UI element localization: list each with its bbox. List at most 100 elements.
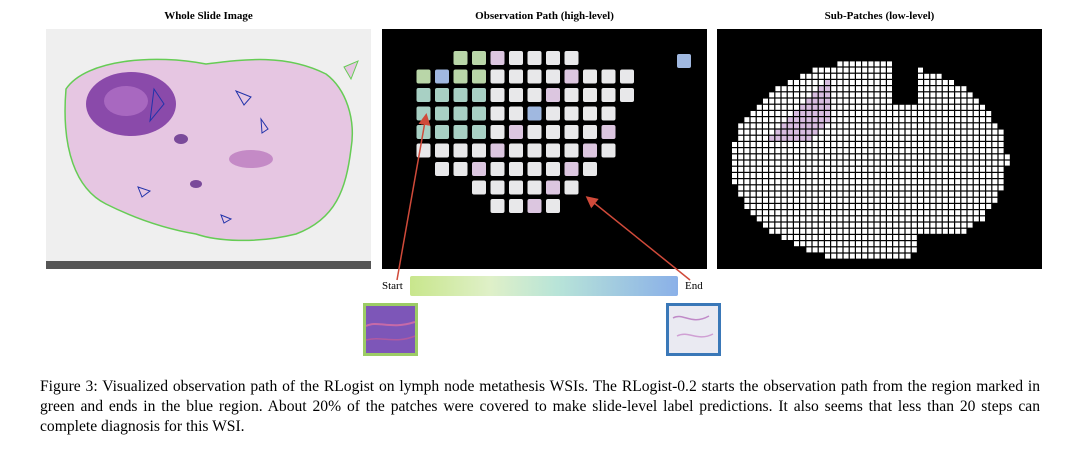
sub-patch <box>775 104 781 110</box>
sub-patch <box>874 228 880 234</box>
sub-patch <box>880 228 886 234</box>
sub-patch <box>849 235 855 240</box>
sub-patch <box>763 173 768 178</box>
sub-patch <box>930 197 936 203</box>
sub-patch <box>818 80 824 85</box>
sub-patch <box>775 129 781 135</box>
sub-patch <box>874 123 880 129</box>
sub-patch <box>856 197 861 203</box>
sub-patch <box>868 204 874 209</box>
sub-patch <box>955 148 961 154</box>
sub-patch <box>794 185 799 191</box>
sub-patch <box>756 154 762 160</box>
sub-patch <box>825 142 830 147</box>
sub-patch <box>738 135 744 141</box>
sub-patch <box>862 179 868 185</box>
sub-patch <box>874 235 880 240</box>
sub-patch <box>862 204 868 209</box>
sub-patch <box>918 104 923 110</box>
sub-patch <box>794 117 799 123</box>
sub-patch <box>862 241 868 247</box>
sub-patch <box>756 111 762 116</box>
sub-patch <box>856 166 861 172</box>
sub-patch <box>750 191 756 197</box>
sub-patch <box>899 197 905 203</box>
sub-patch <box>868 154 874 160</box>
sub-patch <box>825 197 830 203</box>
sub-patch <box>862 135 868 141</box>
sub-patch <box>763 160 768 166</box>
observation-path-image <box>382 29 707 269</box>
sub-patch <box>967 148 973 154</box>
sub-patch <box>781 173 787 178</box>
sub-patch <box>868 73 874 79</box>
sub-patch <box>756 166 762 172</box>
sub-patch <box>849 111 855 116</box>
sub-patch <box>781 216 787 222</box>
path-gradient-bar <box>410 276 678 296</box>
sub-patch <box>986 160 992 166</box>
sub-patch <box>918 216 923 222</box>
sub-patch <box>874 222 880 228</box>
sub-patch <box>893 104 899 110</box>
observed-patch <box>677 54 691 68</box>
sub-patch <box>930 129 936 135</box>
sub-patch <box>750 197 756 203</box>
sub-patch <box>887 253 892 259</box>
sub-patch <box>973 154 979 160</box>
sub-patch <box>775 148 781 154</box>
sub-patch <box>775 92 781 98</box>
sub-patch <box>825 86 830 92</box>
sub-patch <box>849 204 855 209</box>
sub-patch <box>905 228 911 234</box>
sub-patch <box>831 154 837 160</box>
sub-patch <box>787 204 793 209</box>
sub-patch <box>949 222 954 228</box>
sub-patch <box>911 204 917 209</box>
observed-patch <box>509 199 523 213</box>
sub-patch <box>899 179 905 185</box>
sub-patch <box>918 117 923 123</box>
end-patch-thumbnail <box>666 303 721 356</box>
sub-patch <box>837 247 843 253</box>
observed-patch <box>490 125 505 139</box>
sub-patch <box>942 173 948 178</box>
sub-patch <box>750 210 756 216</box>
sub-patch <box>918 222 923 228</box>
sub-patch <box>936 179 942 185</box>
sub-patch <box>905 111 911 116</box>
sub-patch <box>800 197 806 203</box>
sub-patch <box>911 197 917 203</box>
sub-patch <box>967 135 973 141</box>
sub-patch <box>936 154 942 160</box>
sub-patch <box>887 216 892 222</box>
sub-patch <box>831 191 837 197</box>
sub-patch <box>843 73 849 79</box>
sub-patch <box>955 173 961 178</box>
sub-patch <box>911 247 917 253</box>
sub-patch <box>806 117 812 123</box>
sub-patch <box>769 148 775 154</box>
sub-patch <box>806 197 812 203</box>
sub-patch <box>961 117 967 123</box>
sub-patch <box>980 166 985 172</box>
sub-patch <box>868 173 874 178</box>
sub-patch <box>868 111 874 116</box>
sub-patch <box>905 247 911 253</box>
sub-patch <box>856 185 861 191</box>
sub-patch <box>843 117 849 123</box>
sub-patch <box>856 235 861 240</box>
sub-patch <box>794 154 799 160</box>
sub-patch <box>967 197 973 203</box>
observed-patch <box>583 162 597 176</box>
sub-patch <box>874 142 880 147</box>
sub-patch <box>800 166 806 172</box>
sub-patch <box>967 104 973 110</box>
sub-patch <box>862 166 868 172</box>
sub-patch <box>775 160 781 166</box>
sub-patch <box>911 111 917 116</box>
sub-patch <box>763 191 768 197</box>
sub-patch <box>955 160 961 166</box>
sub-patch <box>961 92 967 98</box>
sub-patch <box>831 247 837 253</box>
